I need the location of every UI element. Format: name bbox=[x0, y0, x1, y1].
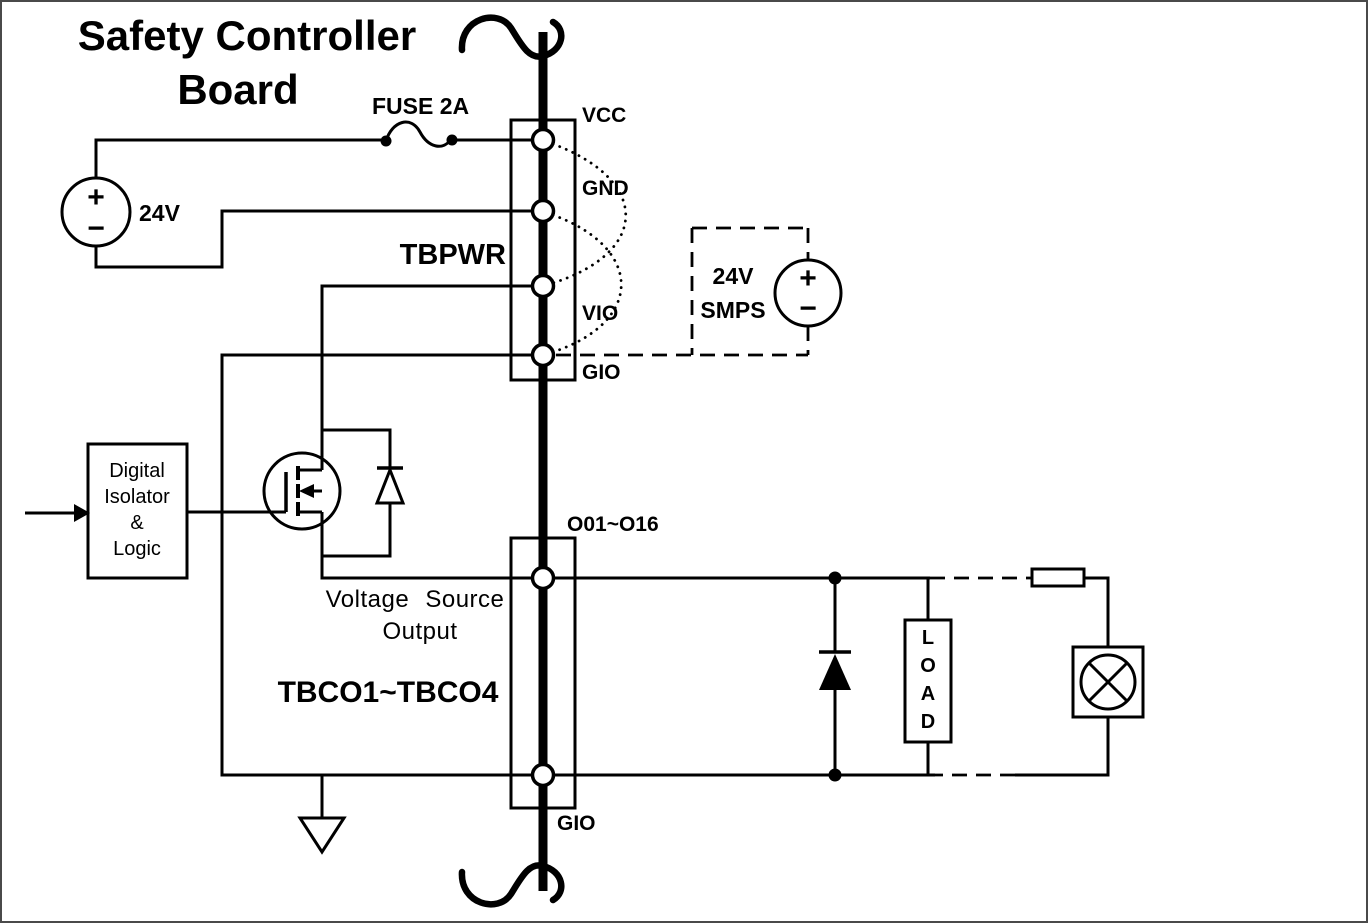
mosfet-arrow-icon bbox=[299, 484, 314, 498]
output-caption-line1: Voltage Source bbox=[326, 586, 505, 613]
external-24v-source bbox=[60, 138, 533, 269]
terminal-output-gio bbox=[530, 762, 556, 788]
smps-label-line2: SMPS bbox=[700, 297, 765, 323]
supply-minus-sign: − bbox=[87, 212, 105, 245]
pin-vio-label: VIO bbox=[582, 302, 618, 325]
input-arrow-icon bbox=[74, 504, 90, 522]
terminal-vio bbox=[530, 273, 556, 299]
isolator-label-line2: Isolator bbox=[104, 486, 170, 508]
flyback-diode-symbol bbox=[819, 571, 851, 782]
tbco-terminal-block bbox=[509, 536, 577, 810]
mosfet-symbol bbox=[262, 430, 533, 580]
supply-plus-sign: + bbox=[87, 181, 105, 214]
supply-24v-label: 24V bbox=[139, 200, 181, 226]
lamp-symbol bbox=[1071, 645, 1145, 719]
terminal-vcc bbox=[530, 127, 556, 153]
channel-range-label: O01~O16 bbox=[567, 513, 659, 536]
load-block bbox=[903, 578, 953, 775]
wire-output-source bbox=[320, 512, 533, 580]
isolator-label-line1: Digital bbox=[109, 460, 165, 482]
load-letter-o: O bbox=[920, 655, 936, 677]
output-caption-line2: Output bbox=[382, 618, 457, 645]
tbpwr-terminal-block bbox=[509, 118, 577, 382]
pin-gio-label: GIO bbox=[582, 361, 621, 384]
terminal-output bbox=[530, 565, 556, 591]
load-fuse-symbol bbox=[1030, 567, 1086, 588]
load-letter-l: L bbox=[922, 627, 934, 649]
terminal-gio bbox=[530, 342, 556, 368]
wire-supply-minus bbox=[94, 209, 533, 269]
wire-gio bbox=[220, 353, 533, 777]
bus-break-bottom-icon bbox=[458, 862, 565, 908]
wire-vio bbox=[320, 284, 533, 430]
output-gio-label: GIO bbox=[557, 812, 596, 835]
body-diode-symbol bbox=[322, 428, 406, 558]
tbpwr-label: TBPWR bbox=[400, 239, 506, 271]
digital-isolator-block bbox=[25, 442, 286, 580]
junction-dot-top bbox=[828, 571, 842, 585]
smps-source-symbol bbox=[773, 258, 843, 328]
terminals bbox=[530, 127, 556, 788]
load-letter-a: A bbox=[921, 683, 935, 705]
wire-supply-plus bbox=[94, 138, 386, 178]
isolator-label-line3: & bbox=[130, 512, 144, 534]
pin-vcc-label: VCC bbox=[582, 104, 626, 127]
isolator-label-line4: Logic bbox=[113, 538, 161, 560]
junction-dot-bottom bbox=[828, 768, 842, 782]
tbco-label: TBCO1~TBCO4 bbox=[278, 676, 499, 709]
load-letter-d: D bbox=[921, 711, 935, 733]
smps-minus-sign: − bbox=[799, 292, 817, 325]
fuse-symbol bbox=[380, 120, 533, 148]
smps-plus-sign: + bbox=[799, 262, 817, 295]
board-bus-line bbox=[458, 14, 565, 908]
terminal-gnd bbox=[530, 198, 556, 224]
diagram-title-line2: Board bbox=[177, 66, 298, 113]
output-wiring bbox=[553, 567, 1110, 777]
bus-break-top-icon bbox=[458, 14, 565, 60]
fuse-label: FUSE 2A bbox=[372, 93, 469, 119]
pin-gnd-label: GND bbox=[582, 177, 629, 200]
ground-symbol bbox=[297, 775, 347, 855]
diagram-title-line1: Safety Controller bbox=[78, 12, 416, 59]
dotted-link-vcc-vio bbox=[551, 142, 627, 285]
smps-option bbox=[556, 226, 843, 357]
dotted-link-gnd-gio bbox=[551, 213, 623, 354]
smps-label-line1: 24V bbox=[713, 263, 755, 289]
